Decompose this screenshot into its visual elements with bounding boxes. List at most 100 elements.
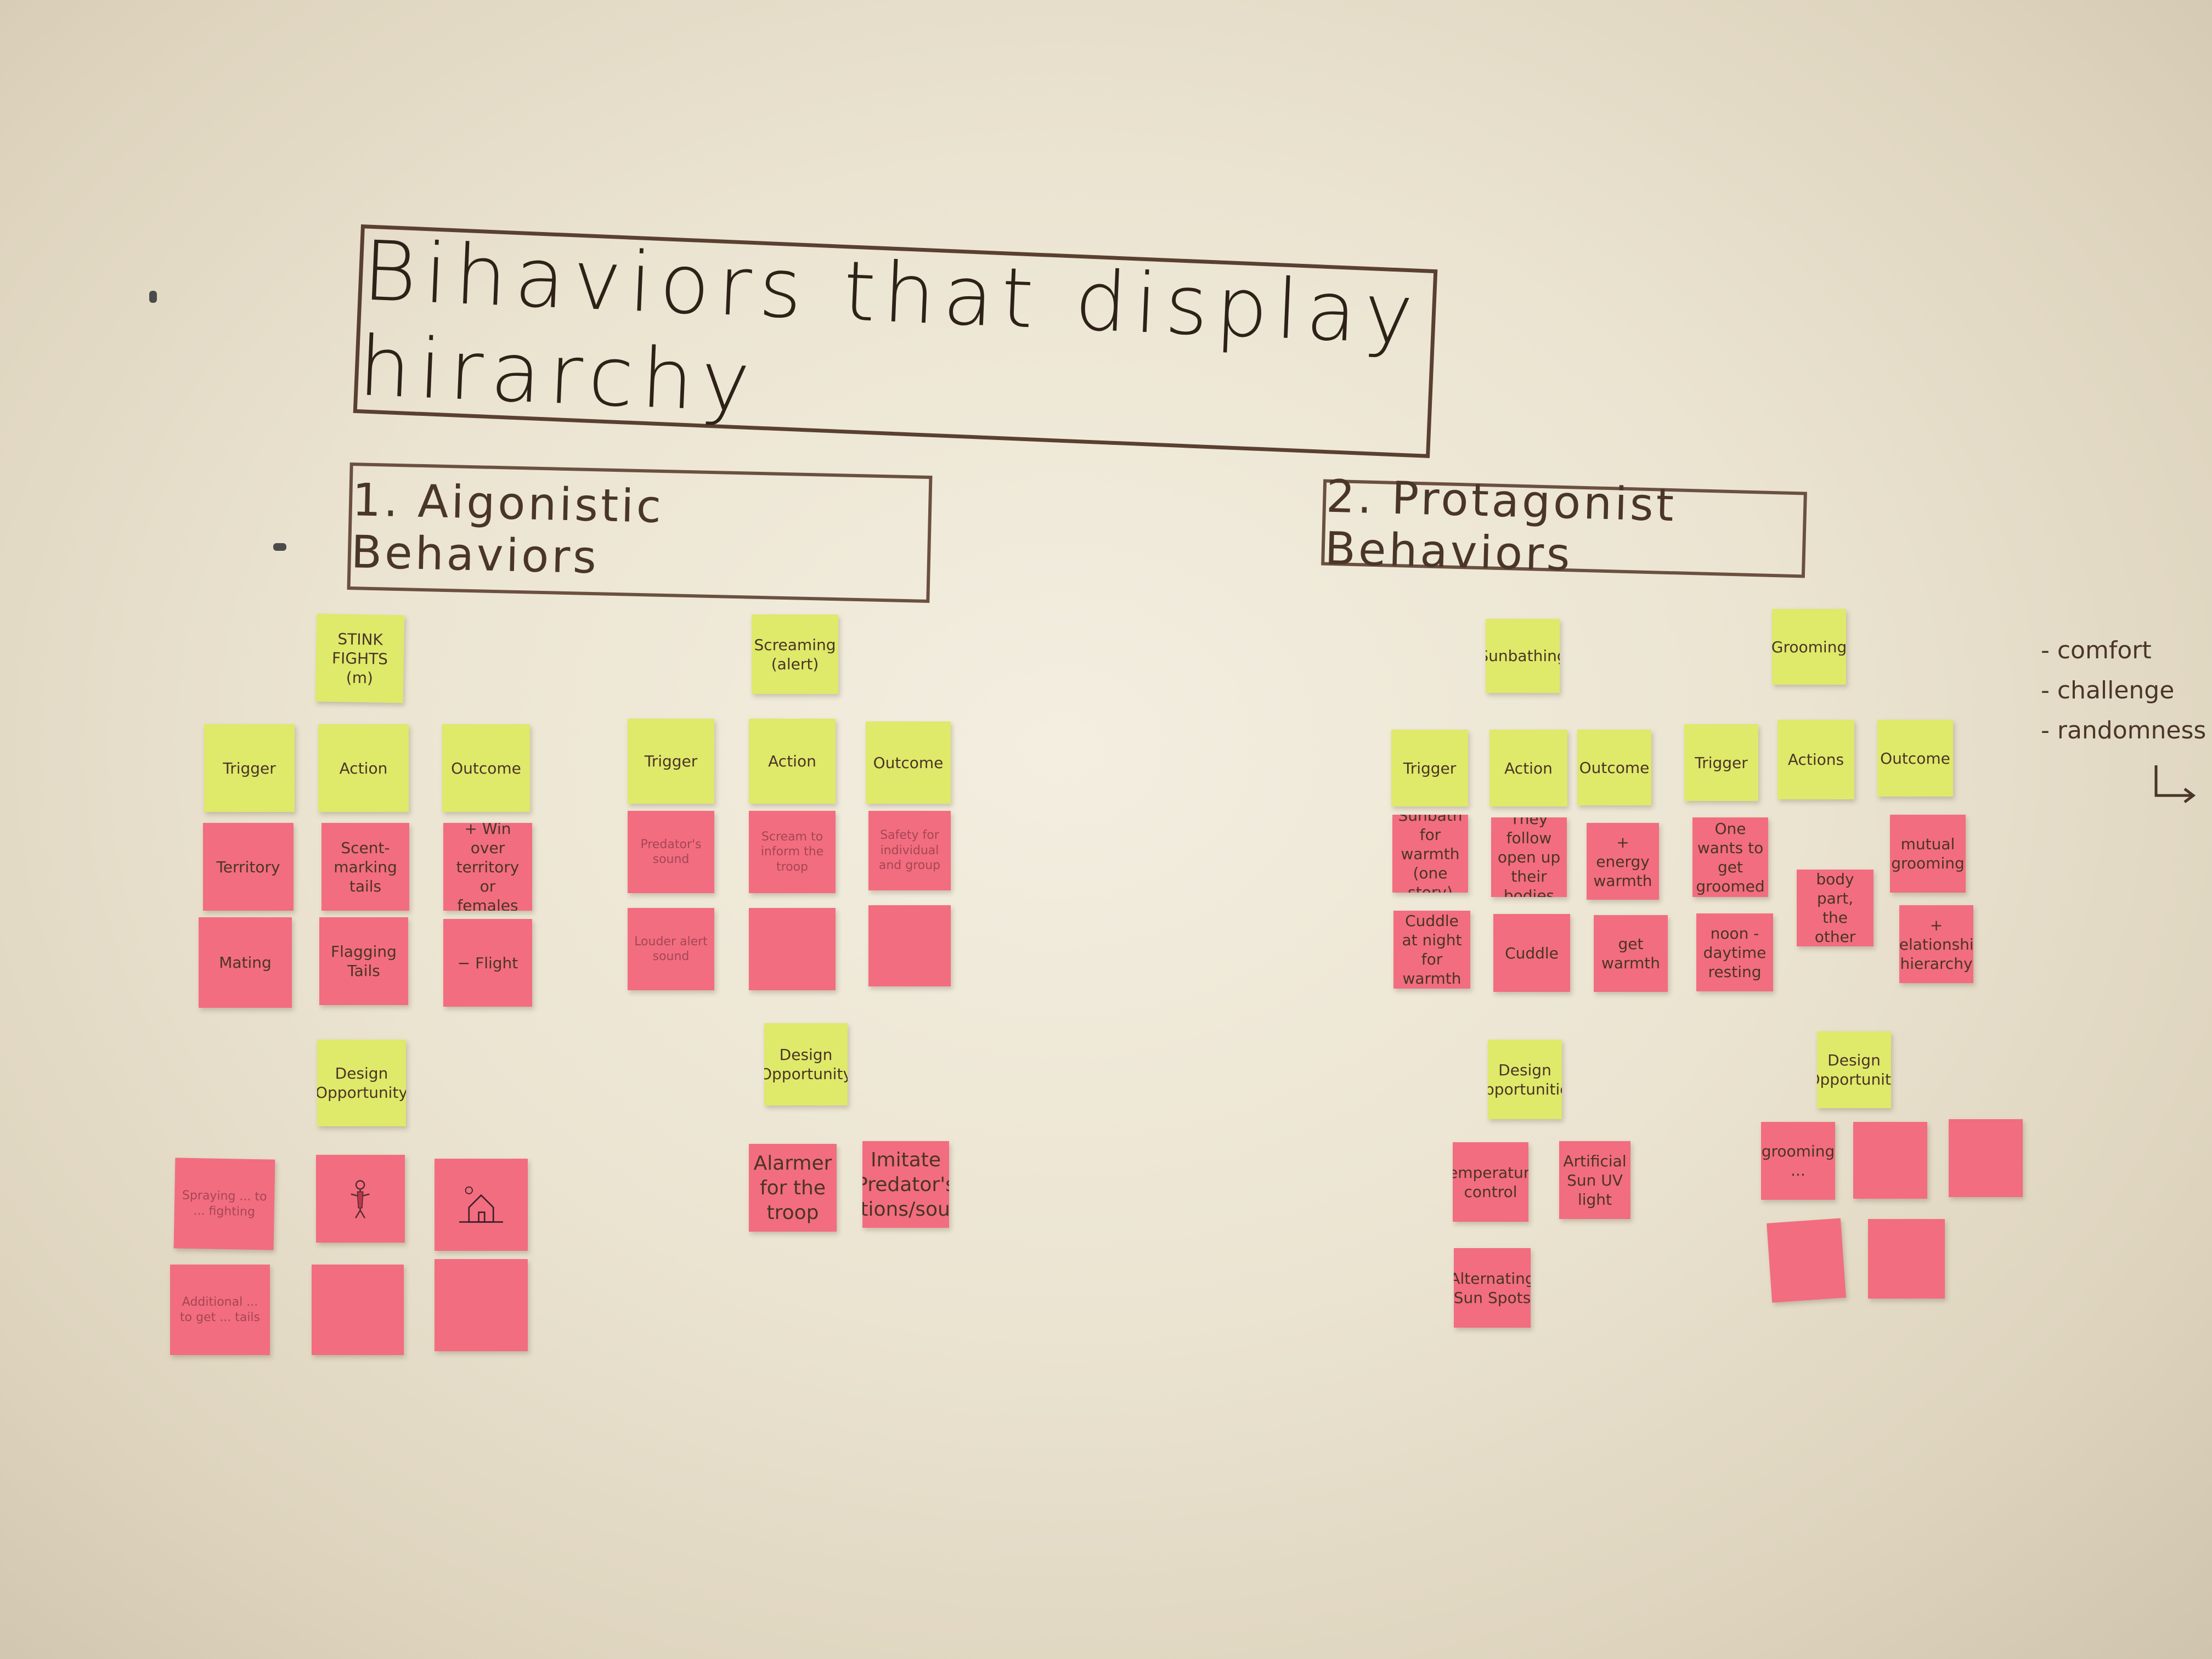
sticky-note: − Flight xyxy=(443,919,532,1007)
sticky-note: Design Opportunities xyxy=(1488,1040,1562,1119)
sticky-note: Grooming xyxy=(1772,609,1846,685)
sticky-note: Trigger xyxy=(1391,730,1468,806)
sticky-note: Artificial Sun UV light xyxy=(1559,1141,1630,1219)
sticky-note xyxy=(435,1159,528,1251)
sticky-note: Scream to inform the troop xyxy=(749,811,836,893)
sticky-text: Cuddle xyxy=(1505,944,1559,962)
sticky-text: Sunbath for warmth (one story) xyxy=(1398,815,1463,893)
section-agonistic-box: 1. Aigonistic Behaviors xyxy=(347,462,933,603)
sticky-text: Mating xyxy=(219,953,272,972)
sticky-text: + Win over territory or females xyxy=(456,823,520,911)
sticky-note: Action xyxy=(1489,730,1567,806)
sticky-text: They follow open up their bodies xyxy=(1497,817,1561,897)
sticky-text: Trigger xyxy=(644,752,698,770)
sticky-note: Alarmer for the troop xyxy=(749,1144,837,1232)
sticky-note: Mating xyxy=(199,917,292,1008)
sticky-note: Additional ... to get ... tails xyxy=(170,1265,270,1355)
sticky-text: Spraying ... to ... fighting xyxy=(182,1188,267,1219)
sticky-note: Design Opportunity xyxy=(1817,1031,1891,1108)
sticky-note: temperature control xyxy=(1453,1142,1528,1222)
side-notes: - comfort - challenge - randomness xyxy=(2041,636,2206,757)
sticky-note: noon - daytime resting xyxy=(1696,913,1773,991)
sticky-text: Louder alert sound xyxy=(634,934,708,964)
sticky-text: Alternating Sun Spots xyxy=(1454,1269,1531,1307)
sticky-text: Outcome xyxy=(1880,749,1950,768)
sticky-note: Design Opportunity xyxy=(317,1040,406,1126)
sticky-text: noon - daytime resting xyxy=(1703,924,1767,981)
sticky-text: Territory xyxy=(216,857,280,876)
sticky-note: + energy warmth xyxy=(1587,823,1659,900)
sticky-text: Scream to inform the troop xyxy=(760,830,824,874)
sticky-note: Flagging Tails xyxy=(319,917,408,1005)
sticky-text: Trigger xyxy=(1695,753,1748,772)
sticky-text: Outcome xyxy=(451,759,521,777)
sticky-note: Action xyxy=(318,724,409,812)
sticky-note: Cuddle at night for warmth xyxy=(1393,911,1470,989)
sticky-text: Design Opportunities xyxy=(1488,1060,1562,1098)
sticky-note xyxy=(749,908,836,990)
sticky-text: Trigger xyxy=(223,759,276,777)
sticky-text: Flagging Tails xyxy=(331,943,397,980)
sticky-text: Safety for individual and group xyxy=(878,828,941,873)
sticky-note: Territory xyxy=(203,823,294,911)
sticky-text: Grooming xyxy=(1772,637,1846,656)
sticky-note: + Win over territory or females xyxy=(443,823,532,911)
sticky-text: Action xyxy=(339,759,388,777)
sticky-text: Action xyxy=(768,752,816,770)
sticky-note: Cuddle xyxy=(1493,914,1570,992)
sticky-note: Outcome xyxy=(1577,730,1651,805)
sticky-note xyxy=(435,1259,528,1351)
house-doodle-icon xyxy=(459,1186,503,1223)
sticky-note: Sunbathing xyxy=(1486,619,1560,693)
sticky-text: Scent-marking tails xyxy=(334,838,397,895)
side-note-challenge: - challenge xyxy=(2041,676,2175,704)
section-protagonist-box: 2. Protagonist Behaviors xyxy=(1321,470,1807,581)
sticky-note: Action xyxy=(749,719,836,804)
sticky-text: Predator's sound xyxy=(640,837,702,867)
sticky-note xyxy=(1767,1218,1846,1303)
sticky-text: Imitate Predator's Actions/sound xyxy=(862,1148,949,1221)
sticky-text: Artificial Sun UV light xyxy=(1563,1152,1627,1209)
sticky-text: mutual grooming xyxy=(1891,835,1965,872)
sticky-note xyxy=(1949,1119,2023,1197)
sticky-note: Spraying ... to ... fighting xyxy=(173,1158,275,1250)
sticky-note: STINK FIGHTS (m) xyxy=(315,613,405,703)
sticky-note: Imitate Predator's Actions/sound xyxy=(862,1141,949,1228)
sticky-note: Trigger xyxy=(628,719,714,804)
marker-smudge xyxy=(149,291,157,303)
sticky-text: temperature control xyxy=(1453,1163,1528,1201)
figure-doodle-icon xyxy=(351,1180,370,1218)
sticky-text: Action xyxy=(1504,759,1553,777)
sticky-note: Outcome xyxy=(442,724,530,812)
sticky-text: Trigger xyxy=(1403,759,1457,777)
sticky-text: One shows a body part, the other licks &… xyxy=(1814,870,1856,946)
sticky-note xyxy=(316,1155,405,1243)
side-note-comfort: - comfort xyxy=(2041,636,2152,664)
sticky-note: Predator's sound xyxy=(628,811,714,893)
sticky-text: Screaming (alert) xyxy=(754,635,836,673)
sticky-note: Outcome xyxy=(866,721,951,804)
sticky-note xyxy=(1868,1219,1945,1299)
sticky-note xyxy=(312,1265,404,1355)
sticky-note xyxy=(868,905,951,986)
sticky-note: One shows a body part, the other licks &… xyxy=(1797,870,1874,946)
sticky-note: Outcome xyxy=(1877,720,1953,797)
sticky-note: Scent-marking tails xyxy=(321,823,409,911)
sticky-note xyxy=(1853,1122,1927,1199)
sticky-note: Sunbath for warmth (one story) xyxy=(1392,815,1468,893)
sticky-note: + Relationship hierarchy xyxy=(1899,905,1973,983)
side-note-randomness: - randomness xyxy=(2041,716,2207,744)
sticky-note: One wants to get groomed xyxy=(1692,817,1768,897)
sticky-text: + Relationship hierarchy xyxy=(1899,916,1973,973)
sticky-note: Screaming (alert) xyxy=(752,614,838,694)
sticky-text: Outcome xyxy=(873,753,944,772)
sticky-note: Louder alert sound xyxy=(628,908,714,990)
section-agonistic-title: 1. Aigonistic Behaviors xyxy=(350,474,665,584)
sticky-text: Design Opportunity xyxy=(1817,1051,1891,1088)
title-box: Bihaviors that display hirarchy xyxy=(353,223,1438,458)
sticky-text: Actions xyxy=(1787,751,1844,769)
sticky-text: One wants to get groomed xyxy=(1696,819,1765,895)
sticky-note: get warmth xyxy=(1594,915,1668,992)
sticky-text: Outcome xyxy=(1579,758,1650,777)
